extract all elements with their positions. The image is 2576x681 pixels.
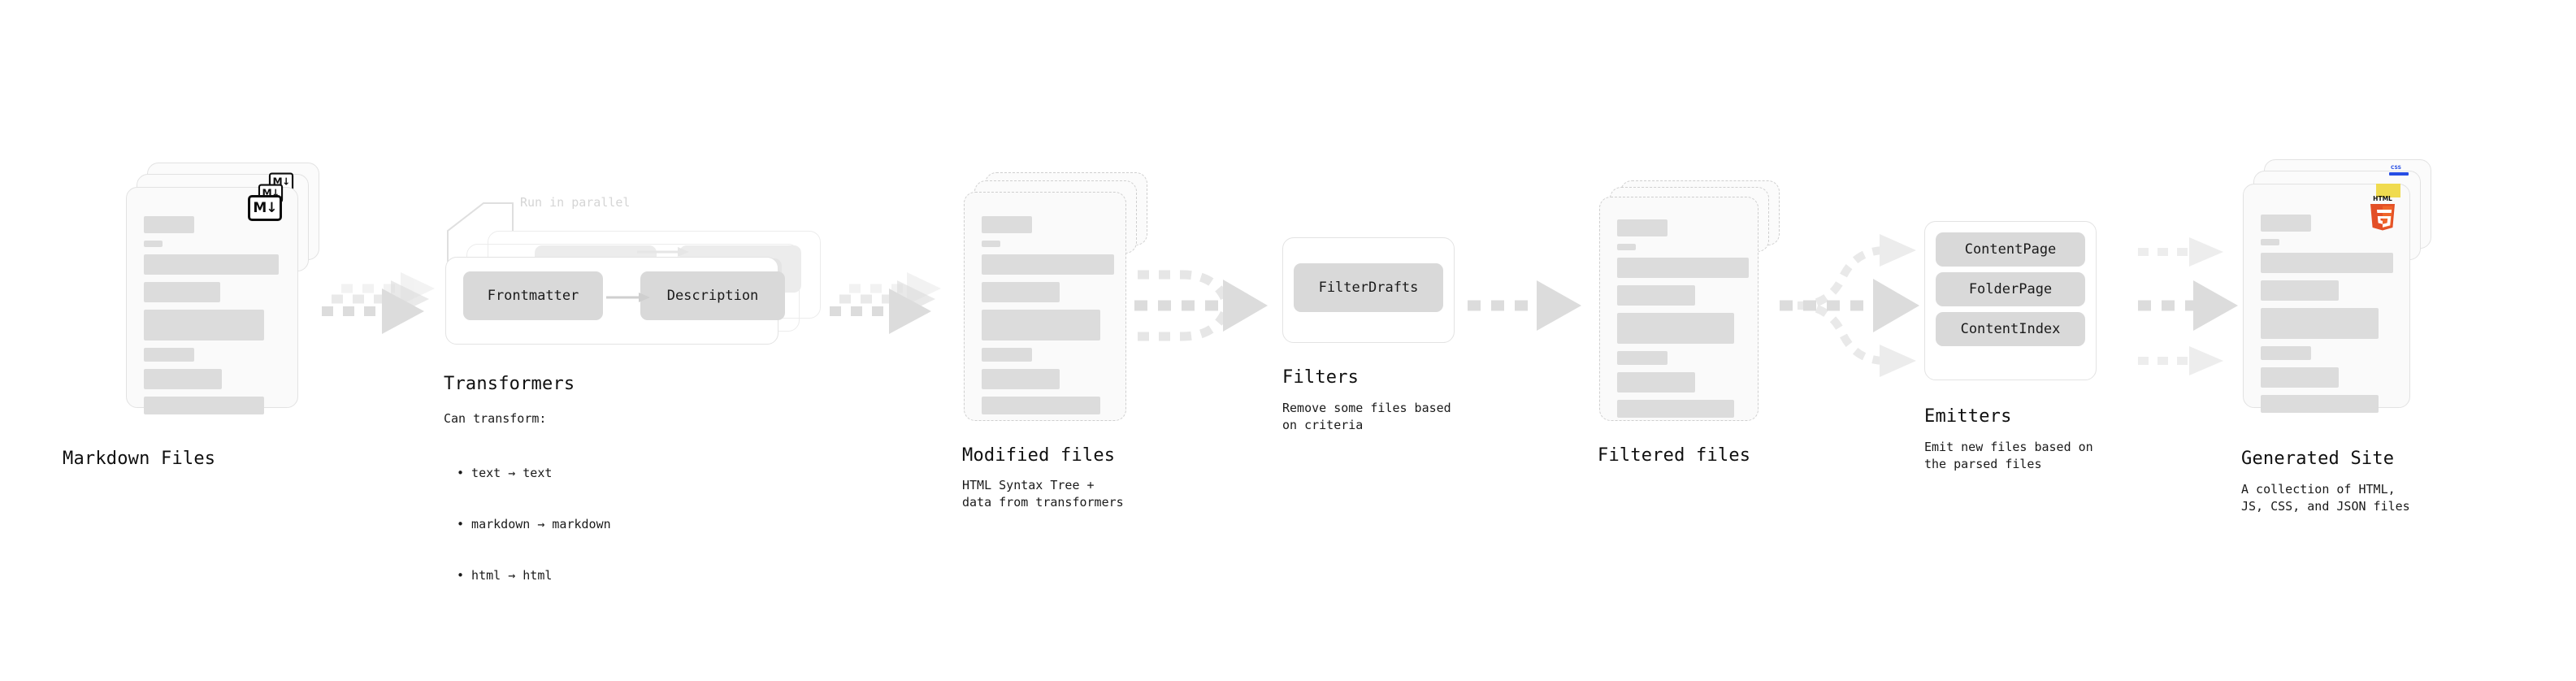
run-in-parallel-label: Run in parallel [520, 195, 631, 210]
skeleton-bar [2261, 215, 2311, 232]
bullet-markdown-to-markdown: • markdown → markdown [457, 517, 611, 531]
skeleton-bar [982, 241, 1000, 247]
skeleton-bar [2261, 308, 2379, 339]
stage-title-modified-files: Modified files [962, 445, 1116, 466]
stage-desc-modified-files: HTML Syntax Tree + data from transformer… [962, 478, 1124, 510]
skeleton-bar [1617, 313, 1734, 344]
stage-desc-filters: Remove some files based on criteria [1282, 401, 1451, 432]
markdown-skeleton [144, 216, 282, 422]
stage-title-emitters: Emitters [1924, 406, 2012, 427]
skeleton-bar [2261, 239, 2279, 245]
stage-title-markdown-files: Markdown Files [63, 449, 216, 469]
skeleton-bar [144, 369, 222, 389]
transformer-inner-arrow [606, 293, 650, 302]
stage-title-filtered-files: Filtered files [1598, 445, 1751, 466]
skeleton-bar [144, 254, 279, 275]
skeleton-bar [982, 397, 1100, 414]
skeleton-bar [144, 282, 220, 302]
js-badge [2376, 184, 2400, 197]
skeleton-bar [144, 348, 194, 362]
stage-desc-generated-site: A collection of HTML, JS, CSS, and JSON … [2241, 482, 2410, 514]
transformer-bullets: • text → text • markdown → markdown • ht… [457, 431, 611, 618]
css-badge: CSS [2389, 165, 2409, 176]
arrow-filtered-to-emitters [1780, 234, 1919, 377]
arrow-modified-to-filters [1134, 270, 1268, 341]
skeleton-bar [144, 216, 194, 233]
arrow-filters-to-filtered [1468, 280, 1581, 331]
skeleton-bar [982, 282, 1060, 302]
css-badge-bar [2389, 172, 2409, 176]
skeleton-bar [982, 348, 1032, 362]
bullet-html-to-html: • html → html [457, 568, 553, 583]
svg-text:HTML: HTML [2373, 195, 2392, 202]
skeleton-bar [2261, 280, 2339, 301]
skeleton-bar [982, 310, 1100, 340]
arrow-emitters-to-generated [2138, 237, 2238, 375]
chip-contentindex[interactable]: ContentIndex [1936, 312, 2085, 346]
generated-skeleton [2261, 215, 2399, 420]
skeleton-bar [144, 397, 264, 414]
css-badge-label: CSS [2391, 165, 2401, 171]
skeleton-bar [2261, 346, 2311, 360]
chip-filterdrafts[interactable]: FilterDrafts [1294, 263, 1443, 312]
chip-contentpage[interactable]: ContentPage [1936, 232, 2085, 267]
skeleton-bar [2261, 395, 2379, 413]
skeleton-bar [144, 310, 264, 340]
run-in-parallel-leader [447, 202, 514, 262]
filtered-skeleton [1617, 219, 1755, 425]
skeleton-bar [1617, 372, 1695, 393]
arrow-markdown-to-transformers [322, 272, 435, 334]
skeleton-bar [1617, 400, 1734, 418]
bullet-text-to-text: • text → text [457, 466, 553, 480]
html5-badge: HTML [2366, 193, 2399, 231]
chip-folderpage[interactable]: FolderPage [1936, 272, 2085, 306]
stage-desc-emitters: Emit new files based on the parsed files [1924, 440, 2093, 471]
skeleton-bar [982, 369, 1060, 389]
chip-frontmatter[interactable]: Frontmatter [463, 271, 603, 320]
skeleton-bar [982, 254, 1114, 275]
stage-title-filters: Filters [1282, 367, 1360, 388]
skeleton-bar [1617, 258, 1749, 278]
skeleton-bar [144, 241, 163, 247]
stage-title-transformers: Transformers [444, 374, 575, 394]
skeleton-bar [1617, 285, 1695, 306]
skeleton-bar [1617, 351, 1667, 365]
stage-title-generated-site: Generated Site [2241, 449, 2395, 469]
skeleton-bar [982, 216, 1032, 233]
modified-skeleton [982, 216, 1120, 422]
chip-description[interactable]: Description [640, 271, 785, 320]
skeleton-bar [2261, 253, 2393, 273]
markdown-badge: M↓ [248, 195, 282, 221]
skeleton-bar [2261, 367, 2339, 388]
arrow-transformers-to-modified [830, 272, 941, 334]
skeleton-bar [1617, 244, 1636, 250]
stage-desc-transformers: Can transform: [444, 411, 547, 426]
skeleton-bar [1617, 219, 1667, 236]
